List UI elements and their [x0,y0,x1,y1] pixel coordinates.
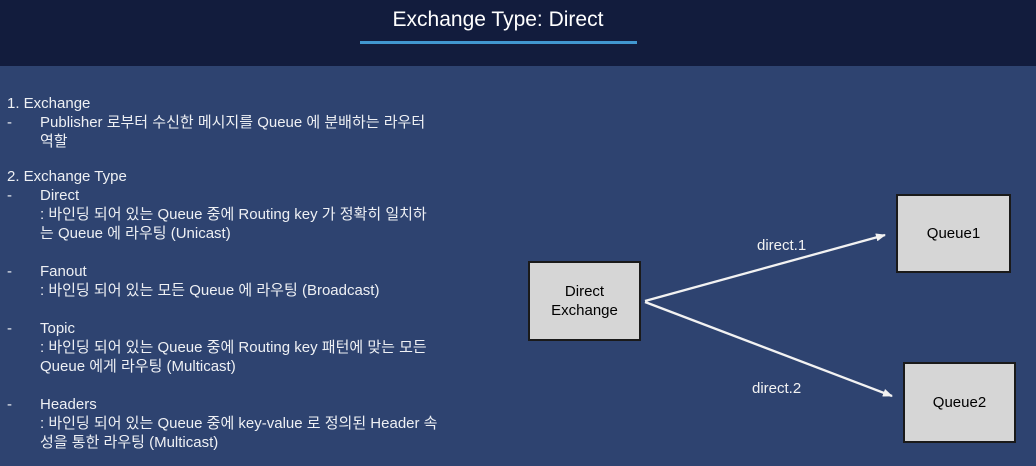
notes-panel: 1. Exchange - Publisher 로부터 수신한 메시지를 Que… [7,94,532,452]
box-label: Queue2 [932,394,987,411]
bullet-dash: - [7,320,12,337]
note-line: Headers [40,396,97,413]
note-line: : 바인딩 되어 있는 Queue 중에 Routing key 패턴에 맞는 … [40,339,427,356]
note-item: - Headers : 바인딩 되어 있는 Queue 중에 key-value… [7,395,532,452]
note-lines: Topic : 바인딩 되어 있는 Queue 중에 Routing key 패… [40,319,532,376]
bullet-dash: - [7,187,12,204]
note-line: 성을 통한 라우팅 (Multicast) [40,434,219,451]
section-heading: 2. Exchange Type [7,168,127,185]
note-item: - Publisher 로부터 수신한 메시지를 Queue 에 분배하는 라우… [7,113,532,151]
note-line: : 바인딩 되어 있는 모든 Queue 에 라우팅 (Broadcast) [40,282,380,299]
title-bar: Exchange Type: Direct [0,0,1036,66]
note-line: 역할 [40,133,68,150]
note-line: Fanout [40,263,87,280]
note-line: : 바인딩 되어 있는 Queue 중에 key-value 로 정의된 Hea… [40,415,438,432]
routing-key-label-direct1: direct.1 [757,237,807,254]
queue2-box: Queue2 [903,362,1016,443]
note-item: - Fanout : 바인딩 되어 있는 모든 Queue 에 라우팅 (Bro… [7,262,532,300]
note-line: Direct [40,187,80,204]
note-line: Queue 에게 라우팅 (Multicast) [40,358,236,375]
box-label: Queue1 [926,225,981,242]
note-lines: Headers : 바인딩 되어 있는 Queue 중에 key-value 로… [40,395,532,452]
box-label: Exchange [551,302,618,319]
note-line: Topic [40,320,76,337]
note-line: 는 Queue 에 라우팅 (Unicast) [40,225,231,242]
section-heading: 1. Exchange [7,95,91,112]
bullet-dash: - [7,114,12,131]
routing-key-label-direct2: direct.2 [752,380,802,397]
bullet-dash: - [7,263,12,280]
note-item: - Direct : 바인딩 되어 있는 Queue 중에 Routing ke… [7,186,532,243]
note-lines: Publisher 로부터 수신한 메시지를 Queue 에 분배하는 라우터 … [40,113,532,151]
box-label: Direct [564,283,605,300]
page-title: Exchange Type: Direct [392,8,604,31]
note-lines: Direct : 바인딩 되어 있는 Queue 중에 Routing key … [40,186,532,243]
note-lines: Fanout : 바인딩 되어 있는 모든 Queue 에 라우팅 (Broad… [40,262,532,300]
queue1-box: Queue1 [896,194,1011,273]
bullet-dash: - [7,396,12,413]
note-line: : 바인딩 되어 있는 Queue 중에 Routing key 가 정확히 일… [40,206,427,223]
note-item: - Topic : 바인딩 되어 있는 Queue 중에 Routing key… [7,319,532,376]
title-underline [360,41,637,44]
direct-exchange-box: Direct Exchange [528,261,641,341]
note-line: Publisher 로부터 수신한 메시지를 Queue 에 분배하는 라우터 [40,114,426,131]
